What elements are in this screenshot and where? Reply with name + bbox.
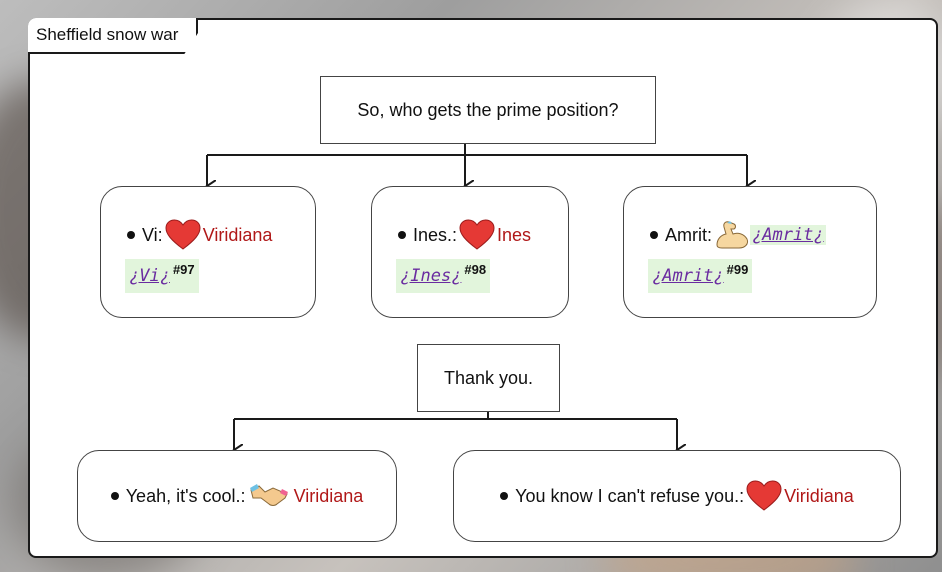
option-card-vi: Vi: Viridiana ¿Vi¿ #97 xyxy=(100,186,316,318)
option-label: Vi: xyxy=(142,224,163,245)
reference-tag: ¿Ines¿ #98 xyxy=(396,259,491,293)
option-link[interactable]: ¿Amrit¿ xyxy=(652,266,724,286)
bullet-icon xyxy=(398,231,406,239)
reference-tag: ¿Amrit¿ #99 xyxy=(648,259,753,293)
option-link[interactable]: ¿Vi¿ xyxy=(129,266,170,286)
bullet-icon xyxy=(110,492,119,500)
heart-icon xyxy=(165,219,201,250)
option-link[interactable]: ¿Ines¿ xyxy=(400,266,462,286)
handshake-icon xyxy=(249,484,288,506)
option-card-amrit: Amrit: ¿Amrit¿ ¿Amrit¿ #99 xyxy=(623,186,877,318)
option-name: Viridiana xyxy=(202,224,273,245)
option-ref: #99 xyxy=(726,261,749,277)
reply-card-1: Yeah, it's cool.: Viridiana xyxy=(77,450,397,542)
bullet-icon xyxy=(500,492,509,500)
bullet-icon xyxy=(127,231,135,239)
option-label: Amrit: xyxy=(665,224,712,245)
reply-label: You know I can't refuse you.: xyxy=(515,485,745,506)
reply-label: Yeah, it's cool.: xyxy=(125,485,246,506)
question-2-text: Thank you. xyxy=(443,367,534,388)
reply-name: Viridiana xyxy=(784,485,854,506)
option-ref: #98 xyxy=(464,261,487,277)
reference-tag: ¿Vi¿ #97 xyxy=(125,259,199,293)
diagram-title-tab: Sheffield snow war xyxy=(28,18,198,54)
option-card-ines: Ines.: Ines ¿Ines¿ #98 xyxy=(371,186,569,318)
reply-card-2: You know I can't refuse you.: Viridiana xyxy=(453,450,901,542)
heart-icon xyxy=(459,219,495,250)
option-label: Ines.: xyxy=(413,224,458,245)
option-name: Ines xyxy=(497,224,532,245)
bullet-icon xyxy=(650,231,658,239)
question-box-2: Thank you. xyxy=(417,344,560,412)
diagram-title: Sheffield snow war xyxy=(36,25,179,44)
option-name-link[interactable]: ¿Amrit¿ xyxy=(750,225,826,245)
reply-name: Viridiana xyxy=(293,485,364,506)
heart-icon xyxy=(746,480,782,511)
question-box-1: So, who gets the prime position? xyxy=(320,76,656,144)
option-ref: #97 xyxy=(172,261,195,277)
question-1-text: So, who gets the prime position? xyxy=(357,99,619,120)
flexed-biceps-icon xyxy=(716,221,748,249)
